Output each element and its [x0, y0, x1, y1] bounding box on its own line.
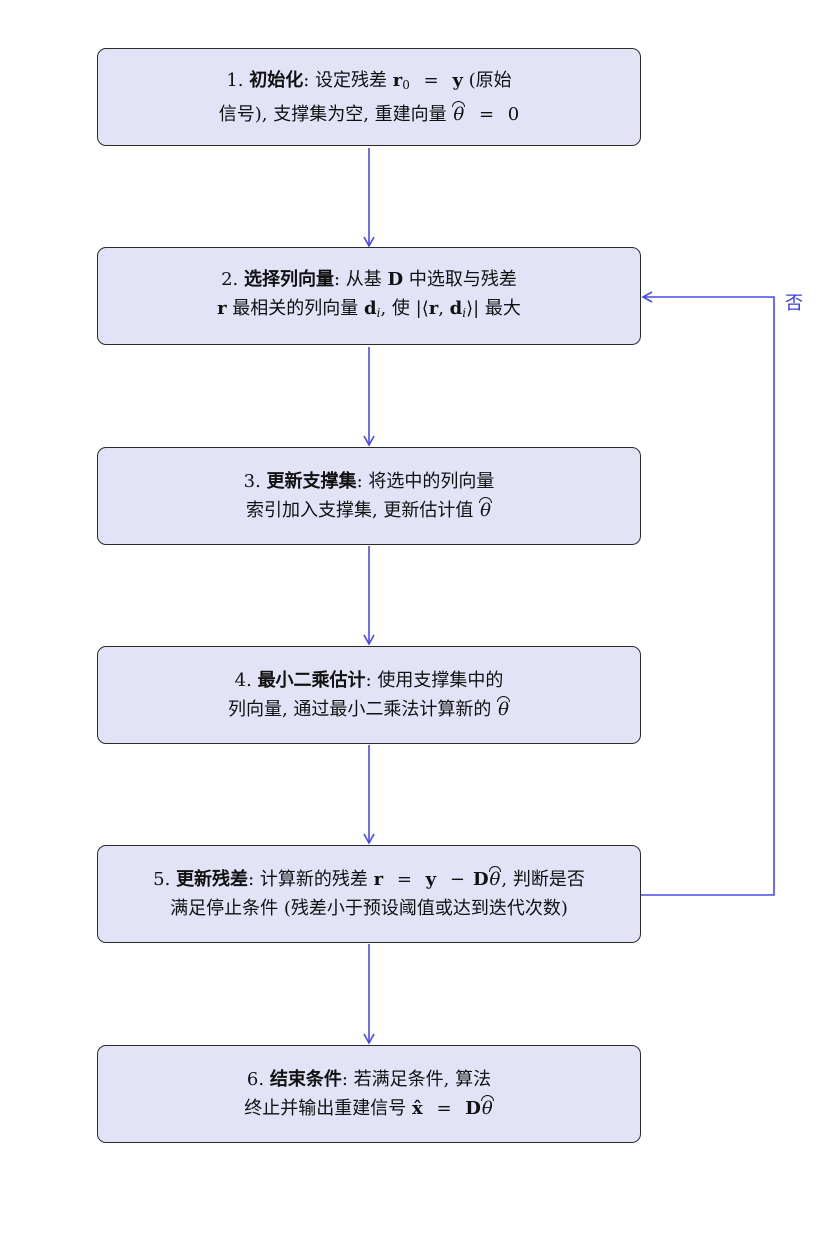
step-2-line-1: 2. 选择列向量: 从基 D 中选取与残差	[221, 265, 517, 294]
step-text: , 使 |⟨	[380, 297, 429, 319]
column-symbol: d	[449, 297, 463, 319]
theta-hat-symbol: θ	[488, 865, 502, 894]
step-text: 列向量, 通过最小二乘法计算新的	[227, 699, 492, 720]
step-text: : 设定残差	[303, 69, 388, 91]
theta-hat-symbol: θ	[479, 496, 492, 525]
step-text: 终止并输出重建信号	[244, 1098, 407, 1119]
step-1-initialize: 1. 初始化: 设定残差 r0 = y (原始 信号), 支撑集为空, 重建向量…	[97, 48, 641, 146]
step-text: : 使用支撑集中的	[365, 670, 504, 691]
step-text: 中选取与残差	[408, 268, 517, 290]
subscript: 0	[402, 77, 410, 92]
step-text: 信号), 支撑集为空, 重建向量	[218, 103, 447, 125]
step-6-line-1: 6. 结束条件: 若满足条件, 算法	[247, 1065, 491, 1094]
step-title: 初始化	[249, 69, 304, 91]
step-2-select-column: 2. 选择列向量: 从基 D 中选取与残差 r 最相关的列向量 di, 使 |⟨…	[97, 247, 641, 345]
residual-symbol: r	[217, 297, 227, 319]
theta-hat-symbol: θ	[480, 1094, 494, 1123]
step-text: 最相关的列向量	[232, 297, 359, 319]
dictionary-symbol: D	[465, 1098, 481, 1119]
step-text: ⟩| 最大	[466, 297, 521, 319]
step-5-line-1: 5. 更新残差: 计算新的残差 r = y −Dθ, 判断是否	[153, 865, 585, 894]
signal-symbol: y	[452, 69, 463, 91]
step-title: 最小二乘估计	[257, 670, 366, 691]
equals-sign: =	[396, 869, 412, 890]
step-number: 6.	[246, 1069, 265, 1090]
reconstructed-signal-symbol: x̂	[411, 1098, 423, 1119]
step-5-line-2: 满足停止条件 (残差小于预设阈值或达到迭代次数)	[170, 894, 568, 923]
step-number: 1.	[226, 69, 244, 91]
step-title: 结束条件	[269, 1069, 342, 1090]
residual-symbol: r	[373, 869, 384, 890]
step-text: : 从基	[334, 268, 382, 290]
step-4-least-squares: 4. 最小二乘估计: 使用支撑集中的 列向量, 通过最小二乘法计算新的 θ	[97, 646, 641, 744]
step-text: , 判断是否	[501, 869, 585, 890]
step-text: (原始	[468, 69, 512, 91]
signal-symbol: y	[425, 869, 437, 890]
equals-sign: =	[478, 103, 495, 125]
step-text: : 计算新的残差	[248, 869, 368, 890]
step-number: 3.	[243, 471, 261, 492]
dictionary-symbol: D	[387, 268, 404, 290]
step-6-line-2: 终止并输出重建信号 x̂ = Dθ	[244, 1094, 494, 1123]
step-text: : 将选中的列向量	[356, 471, 495, 492]
step-3-update-support: 3. 更新支撑集: 将选中的列向量 索引加入支撑集, 更新估计值 θ	[97, 447, 641, 545]
step-4-line-1: 4. 最小二乘估计: 使用支撑集中的	[235, 666, 504, 695]
minus-sign: −	[449, 869, 465, 890]
step-title: 选择列向量	[244, 268, 335, 290]
step-1-line-2: 信号), 支撑集为空, 重建向量 θ = 0	[218, 100, 520, 129]
step-number: 4.	[234, 670, 252, 691]
residual-symbol: r	[428, 297, 439, 319]
step-title: 更新残差	[176, 869, 249, 890]
subscript: i	[462, 305, 467, 320]
step-4-line-2: 列向量, 通过最小二乘法计算新的 θ	[228, 695, 510, 724]
step-6-termination: 6. 结束条件: 若满足条件, 算法 终止并输出重建信号 x̂ = Dθ	[97, 1045, 641, 1143]
step-1-line-1: 1. 初始化: 设定残差 r0 = y (原始	[226, 66, 511, 100]
equals-sign: =	[436, 1098, 452, 1119]
equals-sign: =	[423, 69, 439, 91]
step-5-update-residual: 5. 更新残差: 计算新的残差 r = y −Dθ, 判断是否 满足停止条件 (…	[97, 845, 641, 943]
step-text: 索引加入支撑集, 更新估计值	[245, 500, 474, 521]
dictionary-symbol: D	[472, 869, 489, 890]
step-text: 满足停止条件 (残差小于预设阈值或达到迭代次数)	[170, 898, 568, 919]
step-2-line-2: r 最相关的列向量 di, 使 |⟨r, di⟩| 最大	[217, 294, 521, 328]
theta-hat-symbol: θ	[452, 100, 466, 129]
zero-value: 0	[507, 103, 520, 125]
step-number: 2.	[221, 268, 239, 290]
residual-symbol: r	[392, 69, 403, 91]
step-3-line-2: 索引加入支撑集, 更新估计值 θ	[246, 496, 492, 525]
loop-no-label: 否	[785, 293, 803, 314]
step-text: : 若满足条件, 算法	[341, 1069, 492, 1090]
step-title: 更新支撑集	[266, 471, 357, 492]
loop-back-arrow	[641, 291, 775, 896]
subscript: i	[376, 305, 381, 320]
step-text: ,	[438, 297, 450, 319]
step-3-line-1: 3. 更新支撑集: 将选中的列向量	[244, 467, 495, 496]
theta-hat-symbol: θ	[497, 695, 510, 724]
column-symbol: d	[364, 297, 377, 319]
step-number: 5.	[153, 869, 171, 890]
